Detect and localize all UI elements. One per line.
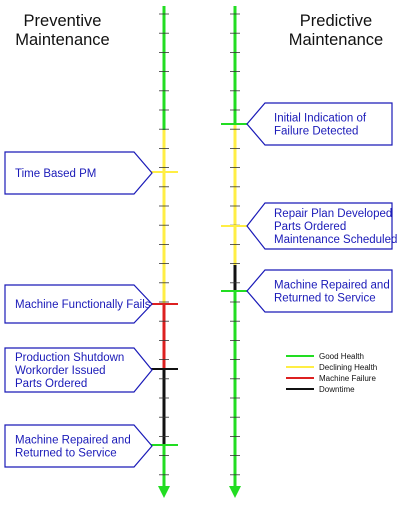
right-callout-text: Maintenance Scheduled <box>274 234 397 246</box>
left-callout-text: Parts Ordered <box>15 378 87 390</box>
preventive-heading: Preventive Maintenance <box>0 12 125 50</box>
right-callout-text: Returned to Service <box>274 293 376 305</box>
legend-item: Good Health <box>286 352 364 361</box>
left-callout-box <box>4 347 153 393</box>
right-timeline-arrow <box>229 486 241 498</box>
right-callout-box <box>246 102 393 146</box>
left-callout-text: Workorder Issued <box>15 365 106 377</box>
left-timeline-arrow <box>158 486 170 498</box>
timelines <box>150 6 249 498</box>
left-callout: Time Based PM <box>4 151 153 195</box>
right-callout-text: Repair Plan Developed <box>274 208 392 220</box>
left-callout-text: Time Based PM <box>15 168 96 180</box>
left-callout: Machine Functionally Fails <box>4 284 153 324</box>
legend-label: Downtime <box>319 385 355 394</box>
right-callout-text: Failure Detected <box>274 126 358 138</box>
right-callout-box <box>246 202 393 250</box>
legend-item: Downtime <box>286 385 355 394</box>
predictive-heading-line1: Predictive <box>299 12 373 30</box>
left-callout-box <box>4 151 153 195</box>
right-callout-text: Parts Ordered <box>274 221 346 233</box>
predictive-heading-line2: Maintenance <box>288 31 384 49</box>
legend-label: Declining Health <box>319 363 377 372</box>
left-callout-box <box>4 424 153 468</box>
preventive-heading-line1: Preventive <box>23 12 102 30</box>
left-callout-text: Machine Functionally Fails <box>15 299 151 311</box>
left-callout-text: Returned to Service <box>15 448 117 460</box>
right-callout-text: Initial Indication of <box>274 113 367 125</box>
left-callout-text: Machine Repaired and <box>15 435 131 447</box>
left-callout-text: Production Shutdown <box>15 352 124 364</box>
predictive-heading: Predictive Maintenance <box>272 12 400 50</box>
legend-label: Good Health <box>319 352 364 361</box>
preventive-heading-line2: Maintenance <box>15 31 110 49</box>
right-callout-box <box>246 269 393 313</box>
legend-item: Declining Health <box>286 363 377 372</box>
left-callout-box <box>4 284 153 324</box>
right-callout-text: Machine Repaired and <box>274 280 390 292</box>
legend-label: Machine Failure <box>319 374 376 383</box>
legend-item: Machine Failure <box>286 374 376 383</box>
